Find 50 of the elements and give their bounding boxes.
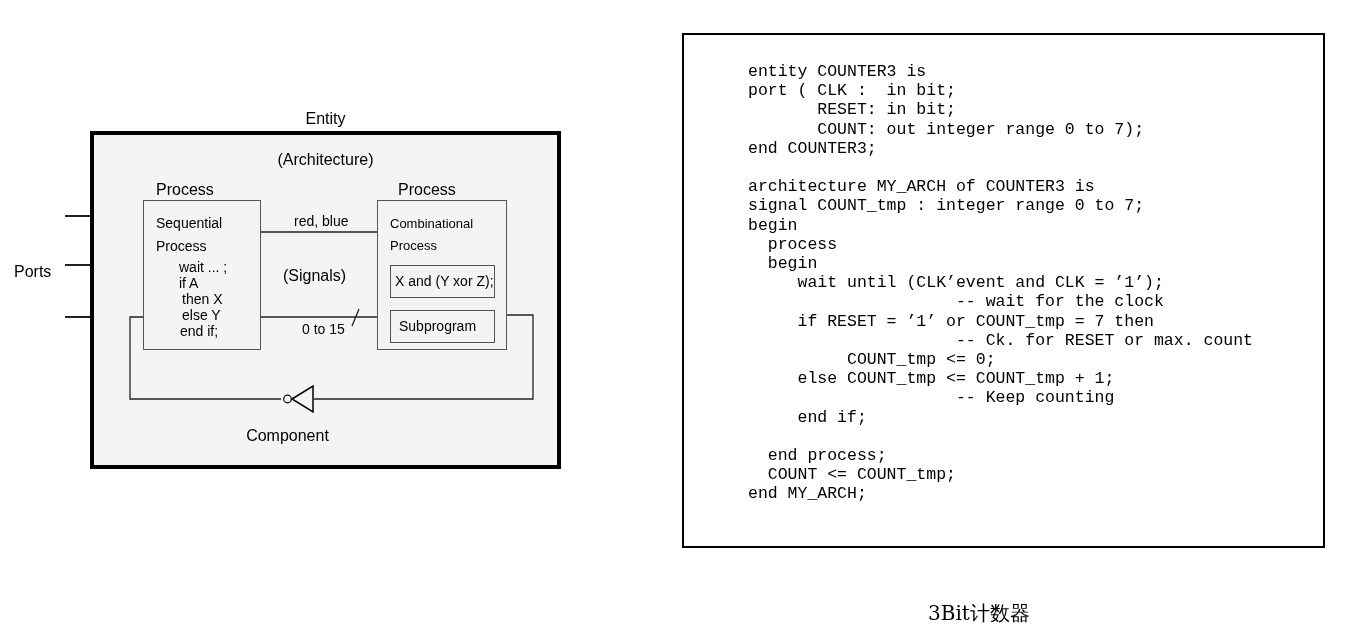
- code-line: COUNT: out integer range 0 to 7);: [816, 119, 1145, 139]
- expression-box: [390, 265, 495, 298]
- port-line: [64, 215, 91, 217]
- edge-label: red, blue: [292, 213, 351, 229]
- code-line: end MY_ARCH;: [748, 484, 867, 504]
- code-line: entity COUNTER3 is: [748, 62, 927, 82]
- signals-label: (Signals): [283, 266, 347, 286]
- code-line: else COUNT_tmp <= COUNT_tmp + 1;: [796, 369, 1115, 389]
- code-line: if A: [179, 275, 199, 291]
- component-label: Component: [246, 426, 329, 446]
- code-line: -- wait for the clock: [954, 292, 1164, 312]
- process-title: Process: [398, 180, 456, 200]
- code-line: -- Ck. for RESET or max. count: [954, 330, 1253, 351]
- code-line: begin: [748, 215, 798, 235]
- code-line: port ( CLK : in bit;: [748, 81, 956, 101]
- signal-line: [129, 316, 282, 400]
- code-panel: [682, 33, 1325, 548]
- code-line: begin: [766, 254, 818, 274]
- port-line: [64, 264, 91, 266]
- caption: 3Bit计数器: [928, 600, 1030, 627]
- signal-line: [260, 231, 378, 233]
- entity-title: Entity: [305, 109, 346, 129]
- code-line: architecture MY_ARCH of COUNTER3 is: [748, 177, 1095, 197]
- port-line: [64, 316, 91, 318]
- architecture-label: (Architecture): [277, 150, 374, 170]
- code-line: COUNT <= COUNT_tmp;: [766, 465, 956, 485]
- code-line: RESET: in bit;: [816, 100, 956, 120]
- code-line: process: [766, 234, 838, 254]
- subprogram-box: [390, 310, 495, 343]
- code-line: then X: [182, 291, 223, 307]
- signal-line: [313, 314, 534, 400]
- code-line: wait ... ;: [179, 259, 228, 275]
- inverter-symbol: [281, 384, 314, 414]
- code-line: end process;: [766, 446, 887, 466]
- subprogram-label: Subprogram: [399, 317, 477, 336]
- code-line: end COUNTER3;: [748, 138, 877, 158]
- code-line: COUNT_tmp <= 0;: [846, 350, 996, 370]
- code-line: if RESET = ’1’ or COUNT_tmp = 7 then: [796, 311, 1154, 331]
- code-line: end if;: [796, 407, 867, 427]
- code-line: wait until (CLK’event and CLK = ’1’);: [796, 273, 1164, 293]
- code-line: end if;: [180, 323, 219, 339]
- expression-text: X and (Y xor Z);: [395, 272, 494, 291]
- code-line: -- Keep counting: [954, 388, 1115, 408]
- bus-signal-line: [260, 308, 378, 327]
- code-line: signal COUNT_tmp : integer range 0 to 7;: [748, 196, 1145, 216]
- ports-label: Ports: [14, 262, 52, 282]
- process-description: Combinational Process: [390, 215, 475, 255]
- code-line: else Y: [182, 307, 221, 323]
- edge-label: 0 to 15: [300, 321, 347, 337]
- process-title: Process: [156, 180, 214, 200]
